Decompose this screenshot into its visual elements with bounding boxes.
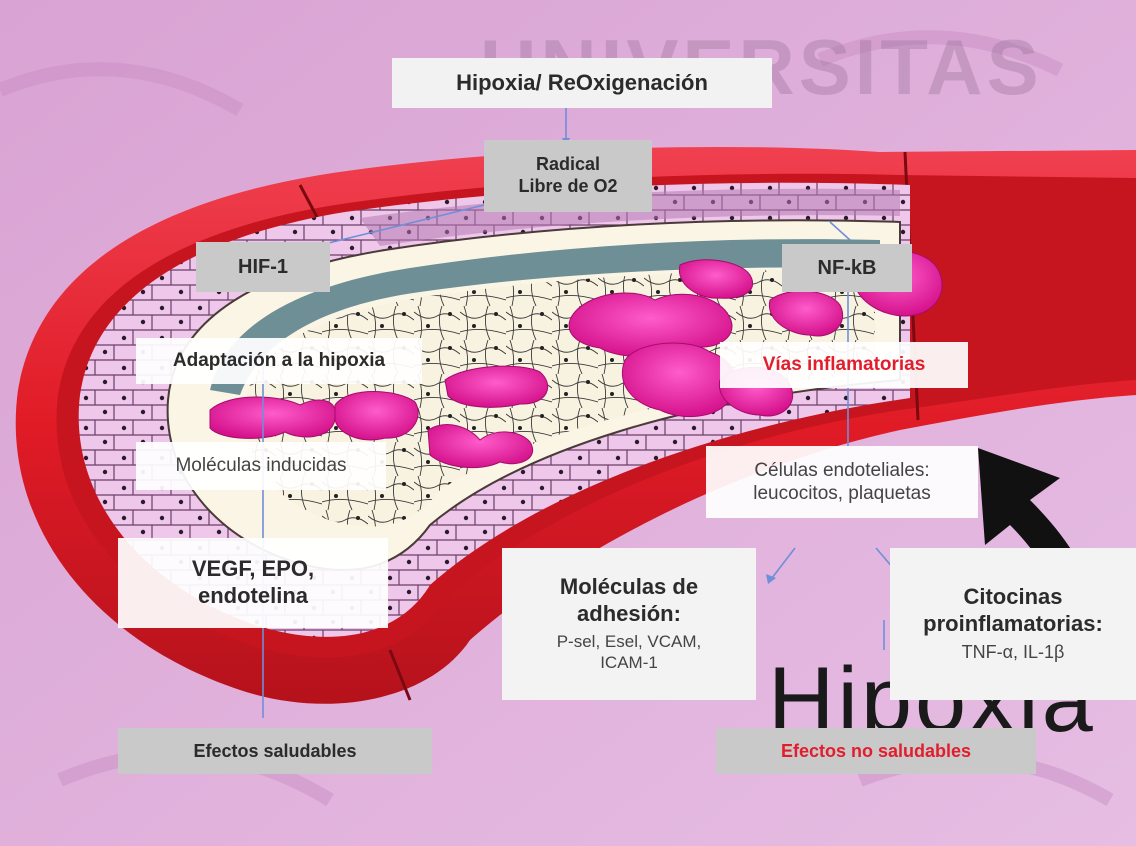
radical-libre-line2: Libre de O2 [518, 176, 617, 198]
adhesion-line3: P-sel, Esel, VCAM, [557, 632, 702, 653]
vegf-epo-box: VEGF, EPO, endotelina [118, 538, 388, 628]
moleculas-adhesion-box: Moléculas de adhesión: P-sel, Esel, VCAM… [502, 548, 756, 700]
efectos-no-saludables-label: Efectos no saludables [781, 741, 971, 762]
radical-libre-box: Radical Libre de O2 [484, 140, 652, 212]
vegf-epo-line1: VEGF, EPO, [192, 556, 314, 583]
vias-inflamatorias-label: Vías inflamatorias [763, 354, 926, 376]
moleculas-inducidas-box: Moléculas inducidas [136, 442, 386, 490]
adhesion-line2: adhesión: [577, 601, 681, 628]
efectos-saludables-label: Efectos saludables [193, 741, 356, 762]
moleculas-inducidas-label: Moléculas inducidas [175, 455, 346, 477]
vias-inflamatorias-box: Vías inflamatorias [720, 342, 968, 388]
adaptacion-hipoxia-label: Adaptación a la hipoxia [173, 350, 385, 372]
hif1-box: HIF-1 [196, 242, 330, 292]
citocinas-line3: TNF-α, IL-1β [962, 642, 1065, 664]
citocinas-box: Citocinas proinflamatorias: TNF-α, IL-1β [890, 548, 1136, 700]
adaptacion-hipoxia-box: Adaptación a la hipoxia [136, 338, 422, 384]
hipoxia-reoxigenacion-label: Hipoxia/ ReOxigenación [456, 70, 708, 96]
efectos-saludables-box: Efectos saludables [118, 728, 432, 774]
hif1-label: HIF-1 [238, 256, 288, 279]
radical-libre-line1: Radical [536, 154, 600, 176]
citocinas-line2: proinflamatorias: [923, 611, 1103, 638]
celulas-endoteliales-line1: Células endoteliales: [754, 459, 929, 482]
efectos-no-saludables-box: Efectos no saludables [716, 728, 1036, 774]
adhesion-line1: Moléculas de [560, 574, 698, 601]
adhesion-line4: ICAM-1 [600, 653, 658, 674]
celulas-endoteliales-line2: leucocitos, plaquetas [753, 482, 930, 505]
vegf-epo-line2: endotelina [198, 583, 308, 610]
nfkb-box: NF-kB [782, 244, 912, 292]
celulas-endoteliales-box: Células endoteliales: leucocitos, plaque… [706, 446, 978, 518]
hipoxia-reoxigenacion-box: Hipoxia/ ReOxigenación [392, 58, 772, 108]
nfkb-label: NF-kB [818, 257, 877, 280]
citocinas-line1: Citocinas [963, 584, 1062, 611]
